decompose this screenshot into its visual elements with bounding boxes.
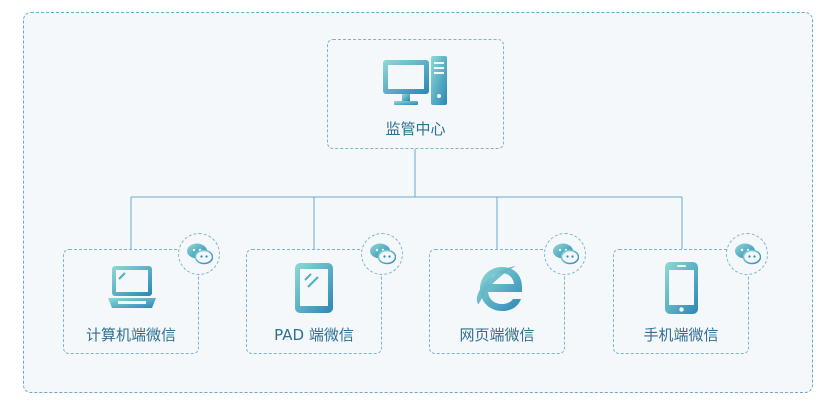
wechat-badge-phone (726, 233, 768, 275)
wechat-badge-web (544, 233, 586, 275)
client-node-web: 网页端微信 (429, 249, 565, 354)
client-node-computer: 计算机端微信 (63, 249, 199, 354)
tablet-icon (295, 263, 333, 313)
wechat-icon (735, 243, 761, 265)
laptop-icon (108, 266, 156, 308)
monitor-center-label: 监管中心 (385, 120, 446, 138)
client-node-phone: 手机端微信 (613, 249, 749, 354)
desktop-computer-icon (383, 56, 447, 105)
client-label-phone: 手机端微信 (643, 326, 719, 344)
client-node-pad: PAD 端微信 (246, 249, 382, 354)
phone-icon (665, 262, 698, 314)
client-label-pad: PAD 端微信 (274, 326, 354, 344)
wechat-badge-computer (178, 233, 220, 275)
wechat-badge-pad (361, 233, 403, 275)
wechat-icon (370, 243, 396, 265)
client-label-web: 网页端微信 (459, 326, 535, 344)
ie-browser-icon (476, 266, 522, 311)
wechat-icon (187, 243, 213, 265)
wechat-icon (553, 243, 579, 265)
monitor-center-node: 监管中心 (327, 39, 504, 149)
client-label-computer: 计算机端微信 (85, 326, 176, 344)
